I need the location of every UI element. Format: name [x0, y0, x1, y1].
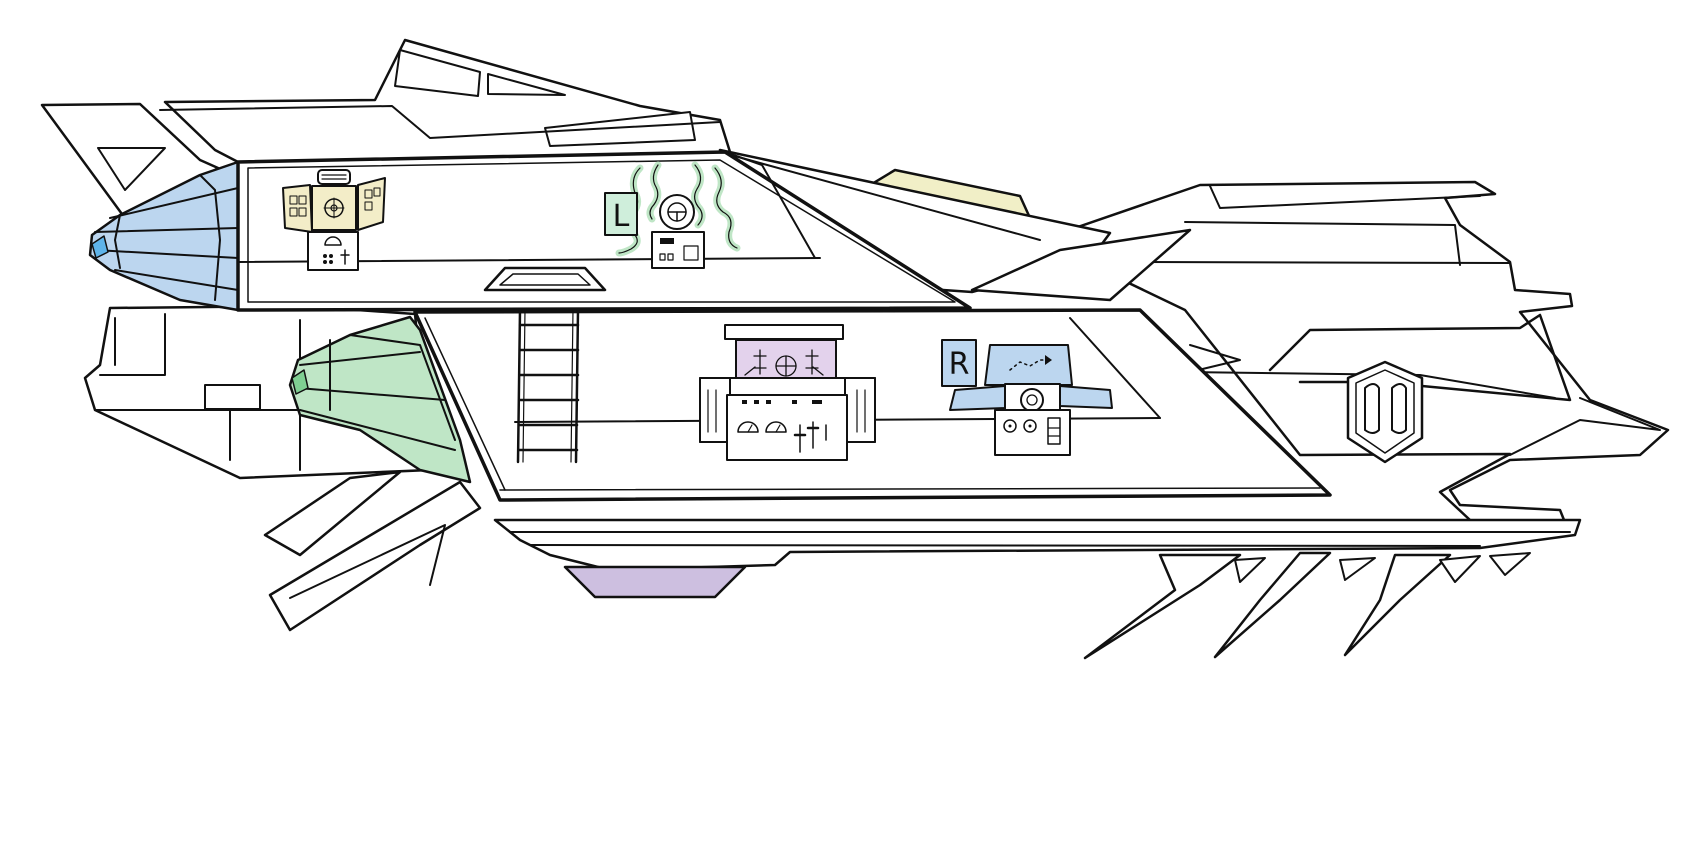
- badge-right-pilot-label: R: [949, 347, 970, 382]
- top-plate-line: [719, 151, 1041, 241]
- rear-mid-line: [1119, 261, 1511, 264]
- weapons-station-icon[interactable]: [699, 324, 876, 461]
- lower-rear-panel: [204, 384, 261, 410]
- badge-right-pilot: R: [941, 339, 977, 387]
- belly-line-2: [529, 544, 1481, 547]
- helm-station-icon[interactable]: R: [941, 339, 1113, 456]
- dorsal-canopy: [163, 38, 732, 165]
- engine-upper-glow: [91, 235, 109, 259]
- canopy-ridge: [159, 105, 721, 139]
- lower-wing-2: [268, 480, 482, 632]
- lower-wing-line: [289, 524, 446, 599]
- rear-vent-lines: [1189, 344, 1241, 373]
- engine-lower: [288, 315, 472, 484]
- lower-deck-left-line: [424, 317, 506, 491]
- ventral-pod: [563, 565, 747, 599]
- ship-hull: [40, 38, 1670, 660]
- lower-deck-base-line: [499, 487, 1321, 491]
- ladder-icon[interactable]: [516, 308, 580, 464]
- canopy-window-2: [487, 73, 566, 96]
- upper-deck-inner-frame: [247, 159, 956, 303]
- badge-left-pilot: L: [604, 192, 638, 236]
- upper-wedge: [970, 228, 1192, 302]
- rear-upper-line: [1184, 221, 1461, 266]
- tail-fin-window: [97, 147, 166, 191]
- rear-lower-bevel: [1184, 371, 1556, 399]
- lower-rear-line-2: [99, 313, 166, 376]
- canopy-window-1: [394, 49, 481, 97]
- rear-top-rail: [1209, 185, 1481, 209]
- canopy-window-3: [544, 111, 696, 147]
- engine-upper: [88, 160, 240, 312]
- sensors-station-icon[interactable]: [282, 169, 386, 271]
- badge-left-pilot-label: L: [613, 199, 630, 234]
- lower-deck-wall-line: [1069, 317, 1161, 419]
- upper-deck-wall-line: [724, 151, 816, 259]
- lower-wing-1: [263, 470, 402, 557]
- hatch-icon[interactable]: [483, 266, 607, 292]
- shield-emblem-icon: [1346, 360, 1424, 464]
- ventral-spikes: [1083, 551, 1531, 660]
- engine-lower-glow: [291, 369, 309, 395]
- rear-lower-rail: [1509, 397, 1661, 456]
- engineering-station-icon[interactable]: L: [604, 161, 741, 269]
